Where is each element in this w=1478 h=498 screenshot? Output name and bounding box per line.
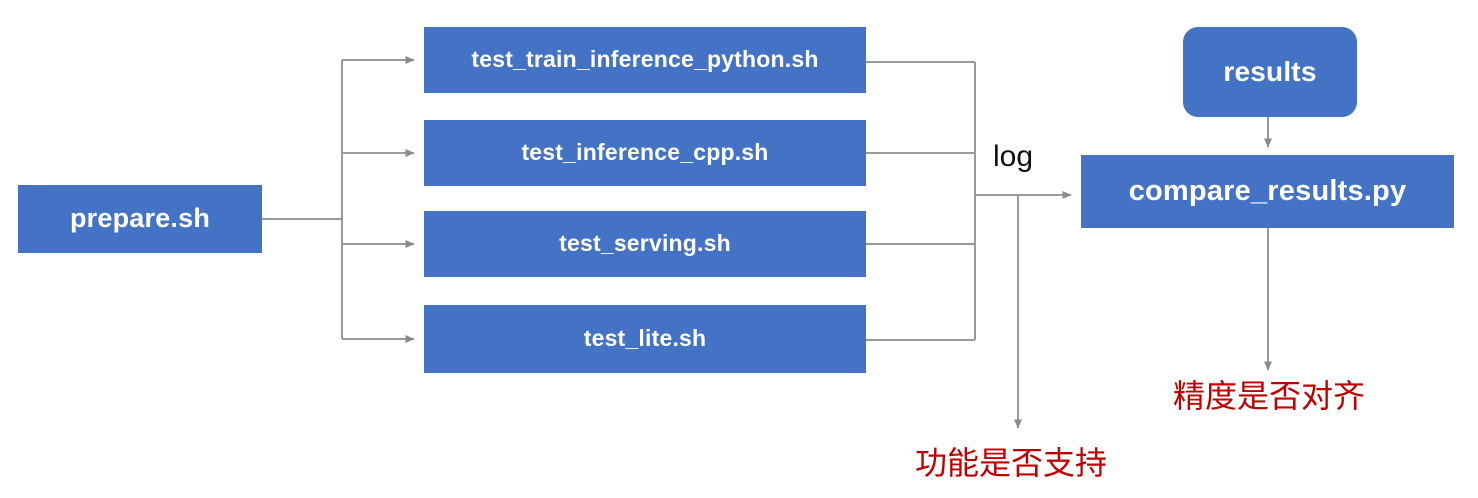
node-test-train-inference-python-sh[interactable]: test_train_inference_python.sh [424, 27, 866, 93]
node-test-inference-cpp-sh-label: test_inference_cpp.sh [521, 139, 769, 166]
note-function-supported: 功能是否支持 [915, 444, 1108, 482]
node-prepare-sh[interactable]: prepare.sh [18, 185, 262, 253]
node-test-lite-sh-label: test_lite.sh [583, 325, 707, 352]
node-test-serving-sh-label: test_serving.sh [559, 230, 731, 257]
node-test-inference-cpp-sh[interactable]: test_inference_cpp.sh [424, 120, 866, 186]
node-compare-results-py-label: compare_results.py [1128, 174, 1407, 207]
node-prepare-sh-label: prepare.sh [69, 203, 211, 234]
note-precision-aligned: 精度是否对齐 [1173, 377, 1366, 415]
node-compare-results-py[interactable]: compare_results.py [1081, 155, 1454, 228]
node-test-serving-sh[interactable]: test_serving.sh [424, 211, 866, 277]
edge-label-log: log [993, 140, 1034, 173]
node-results-label: results [1223, 55, 1317, 87]
node-results[interactable]: results [1183, 27, 1357, 117]
node-test-train-inference-python-sh-label: test_train_inference_python.sh [471, 46, 819, 73]
node-test-lite-sh[interactable]: test_lite.sh [424, 305, 866, 373]
